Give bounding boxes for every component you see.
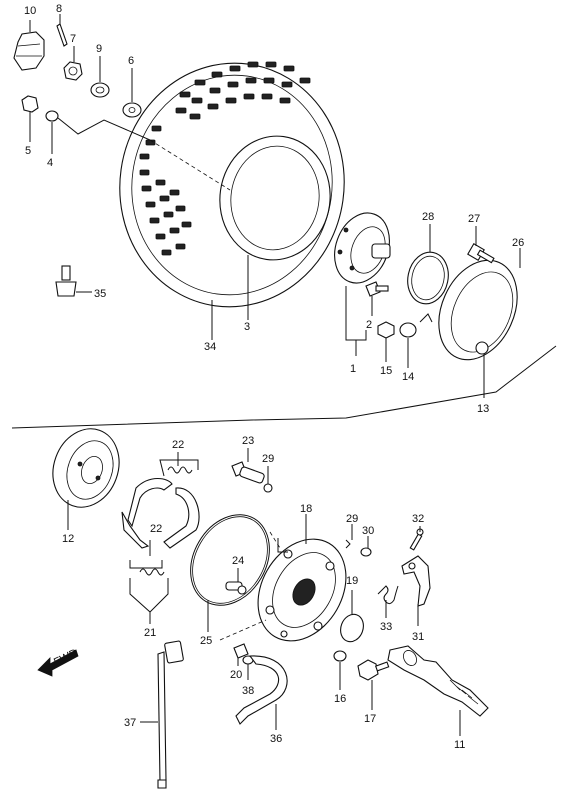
hub-bolt <box>365 281 389 297</box>
label-p31: 31 <box>412 631 424 643</box>
label-p29b: 29 <box>346 513 358 525</box>
breather-tube <box>157 640 184 789</box>
tire <box>119 61 345 308</box>
label-p3: 3 <box>244 321 250 333</box>
anchor-pin <box>225 581 247 595</box>
brake-drum <box>52 428 120 508</box>
label-p20: 20 <box>230 669 242 681</box>
label-p7: 7 <box>70 33 76 45</box>
assembly-line-bottom-2 <box>219 619 267 641</box>
label-p18: 18 <box>300 503 312 515</box>
label-p26: 26 <box>512 237 524 249</box>
leader-p18-b <box>277 538 288 553</box>
cover-bolt <box>467 243 495 264</box>
brake-drum-cover <box>438 259 518 361</box>
brake-shoes <box>121 477 200 549</box>
label-p27: 27 <box>468 213 480 225</box>
washer-16 <box>333 650 347 662</box>
rear-axle-shaft <box>387 645 489 717</box>
label-p29a: 29 <box>262 453 274 465</box>
return-spring <box>377 585 399 605</box>
label-p38: 38 <box>242 685 254 697</box>
label-p14: 14 <box>402 371 414 383</box>
washer-30 <box>360 547 372 557</box>
panel-bolt <box>357 659 390 681</box>
brake-cam <box>231 461 265 484</box>
label-p25: 25 <box>200 635 212 647</box>
label-p22b: 22 <box>150 523 162 535</box>
leader-p1-left <box>345 286 356 341</box>
circlip <box>263 483 273 493</box>
castle-nut <box>63 61 83 81</box>
brake-spring-bottom <box>139 568 165 576</box>
washer-14 <box>399 322 417 338</box>
panel-o-ring <box>190 514 270 606</box>
assembly-line-top <box>149 139 231 191</box>
label-p24: 24 <box>232 555 244 567</box>
hub-nut <box>377 321 395 339</box>
label-p22a: 22 <box>172 439 184 451</box>
label-p33: 33 <box>380 621 392 633</box>
leader-p4-path <box>57 117 151 141</box>
label-p10: 10 <box>24 5 36 17</box>
washer-9 <box>90 82 110 98</box>
label-p15: 15 <box>380 365 392 377</box>
label-p17: 17 <box>364 713 376 725</box>
leader-p21 <box>129 578 169 624</box>
lever-bolt <box>409 528 424 551</box>
hub-cap <box>13 31 45 71</box>
label-p21: 21 <box>144 627 156 639</box>
clip-29 <box>345 539 351 549</box>
label-p19: 19 <box>346 575 358 587</box>
assembly-line-bottom-1 <box>269 531 281 549</box>
label-p23: 23 <box>242 435 254 447</box>
wheel-hub <box>334 212 391 284</box>
label-p32: 32 <box>412 513 424 525</box>
hose-clamp <box>233 643 249 659</box>
label-p35: 35 <box>94 288 106 300</box>
cotter-pin <box>56 23 68 47</box>
wheel-nut <box>21 95 39 113</box>
washer-6 <box>122 102 142 118</box>
label-p6: 6 <box>128 55 134 67</box>
forward-arrow-icon: FWD <box>37 647 80 677</box>
label-p16: 16 <box>334 693 346 705</box>
part-labels: 10 8 7 9 6 5 4 35 3 34 28 27 26 2 1 15 1… <box>24 3 524 751</box>
brake-cam-lever <box>401 555 431 607</box>
label-p12: 12 <box>62 533 74 545</box>
label-p13: 13 <box>477 403 489 415</box>
label-p1: 1 <box>350 363 356 375</box>
oil-seal <box>340 613 364 643</box>
label-p36: 36 <box>270 733 282 745</box>
breather-hose <box>235 655 288 725</box>
fwd-label: FWD <box>52 647 80 669</box>
washer-4 <box>45 110 59 122</box>
brake-panel <box>257 538 347 642</box>
label-p4: 4 <box>47 157 53 169</box>
label-p30: 30 <box>362 525 374 537</box>
leader-p14-b <box>419 313 433 323</box>
label-p28: 28 <box>422 211 434 223</box>
label-p8: 8 <box>56 3 62 15</box>
label-p11: 11 <box>454 739 465 751</box>
brake-spring-top <box>167 466 193 474</box>
label-p5: 5 <box>25 145 31 157</box>
label-p37: 37 <box>124 717 136 729</box>
leader-p22b-bracket <box>129 560 163 569</box>
label-p34: 34 <box>204 341 216 353</box>
label-p2: 2 <box>366 319 372 331</box>
leader-p22a-bracket <box>159 459 199 477</box>
label-p9: 9 <box>96 43 102 55</box>
tire-valve <box>55 265 77 297</box>
section-divider <box>11 345 557 429</box>
o-ring <box>407 251 449 305</box>
leader-p1-right <box>355 330 367 356</box>
